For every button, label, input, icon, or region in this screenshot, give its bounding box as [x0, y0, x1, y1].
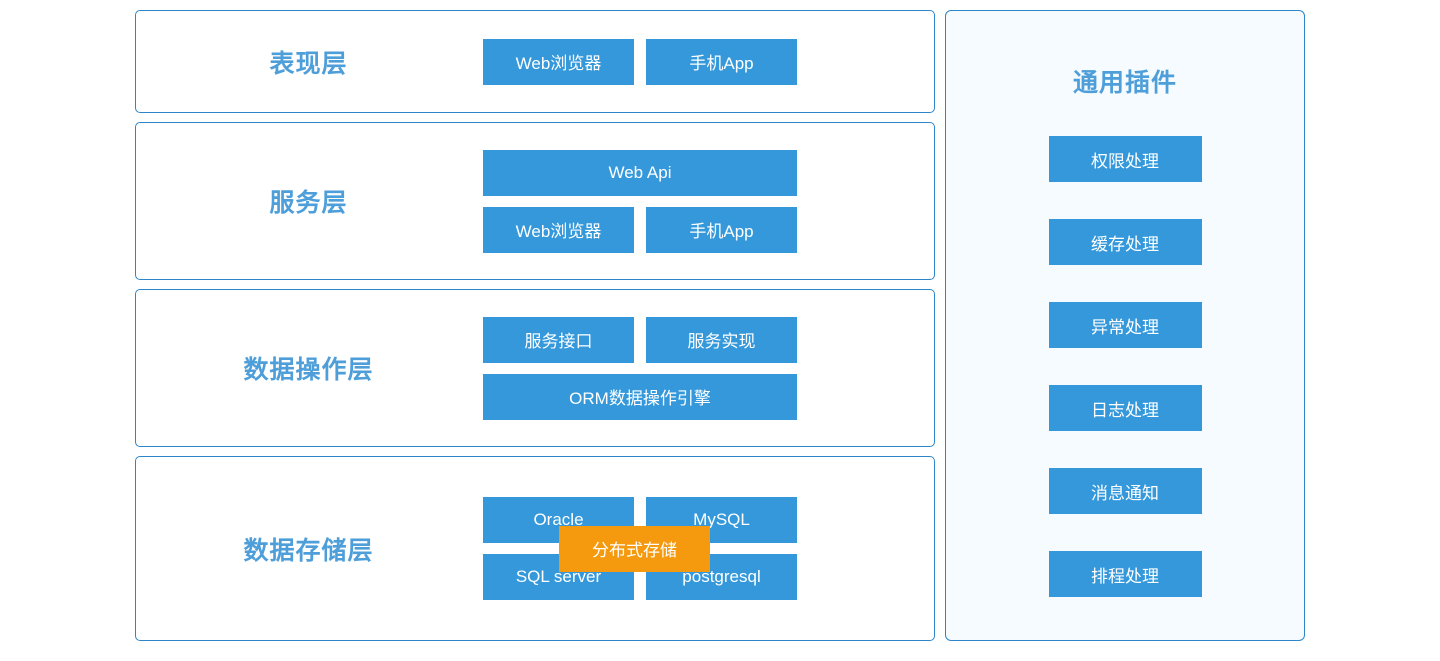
component-box[interactable]: Web Api: [483, 149, 797, 196]
component-box[interactable]: 服务实现: [646, 316, 797, 363]
plugins-panel-title: 通用插件: [1072, 69, 1177, 97]
box-row: ORM数据操作引擎: [483, 373, 797, 420]
layer-body-data-storage: Oracle MySQL SQL server postgresql 分布式存储: [481, 457, 934, 640]
box-row: Web Api: [483, 149, 797, 196]
box-row: Web浏览器 手机App: [483, 38, 797, 85]
plugin-box[interactable]: 异常处理: [1048, 302, 1202, 348]
layer-title-presentation: 表现层: [269, 49, 348, 78]
component-box[interactable]: postgresql: [646, 554, 797, 600]
component-box[interactable]: 服务接口: [483, 316, 634, 363]
layer-stack: 表现层 Web浏览器 手机App 服务层 Web Api Web浏览器 手机Ap…: [135, 10, 935, 641]
layer-panel-data-operation: 数据操作层 服务接口 服务实现 ORM数据操作引擎: [135, 289, 935, 447]
component-box[interactable]: SQL server: [483, 554, 634, 600]
component-box[interactable]: Oracle: [483, 497, 634, 543]
plugin-box[interactable]: 缓存处理: [1048, 219, 1202, 265]
box-row: SQL server postgresql: [483, 554, 797, 600]
plugins-panel: 通用插件 权限处理 缓存处理 异常处理 日志处理 消息通知 排程处理: [945, 10, 1305, 641]
layer-panel-presentation: 表现层 Web浏览器 手机App: [135, 10, 935, 113]
plugin-box[interactable]: 日志处理: [1048, 385, 1202, 431]
plugin-box[interactable]: 权限处理: [1048, 136, 1202, 182]
component-box[interactable]: Web浏览器: [483, 38, 634, 85]
plugin-box[interactable]: 排程处理: [1048, 551, 1202, 597]
layer-body-data-operation: 服务接口 服务实现 ORM数据操作引擎: [481, 290, 934, 446]
plugin-box[interactable]: 消息通知: [1048, 468, 1202, 514]
component-box[interactable]: Web浏览器: [483, 206, 634, 253]
layer-body-presentation: Web浏览器 手机App: [481, 11, 934, 112]
component-box[interactable]: 手机App: [646, 206, 797, 253]
box-row: 服务接口 服务实现: [483, 316, 797, 363]
layer-panel-service: 服务层 Web Api Web浏览器 手机App: [135, 122, 935, 280]
layer-panel-data-storage: 数据存储层 Oracle MySQL SQL server postgresql…: [135, 456, 935, 641]
box-row: Web浏览器 手机App: [483, 206, 797, 253]
layer-title-data-storage: 数据存储层: [243, 536, 374, 565]
layer-title-service: 服务层: [269, 189, 348, 217]
component-box[interactable]: ORM数据操作引擎: [483, 373, 797, 420]
layer-title-data-operation: 数据操作层: [243, 356, 374, 384]
component-box[interactable]: 手机App: [646, 38, 797, 85]
distributed-storage-badge[interactable]: 分布式存储: [559, 525, 710, 572]
layer-body-service: Web Api Web浏览器 手机App: [481, 123, 934, 279]
plugins-list: 权限处理 缓存处理 异常处理 日志处理 消息通知 排程处理: [1048, 136, 1202, 597]
